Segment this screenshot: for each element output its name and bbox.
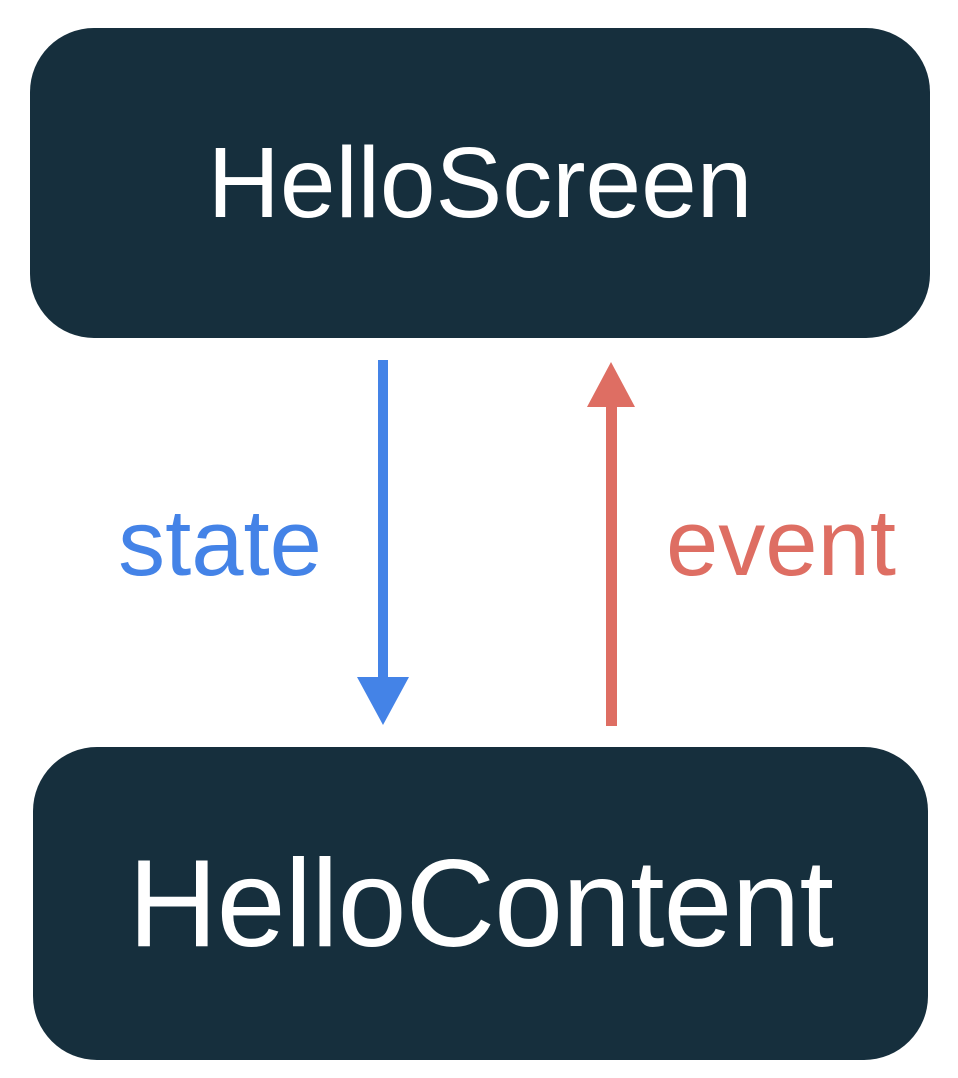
- state-edge-label: state: [118, 490, 322, 595]
- event-edge-label: event: [666, 490, 896, 595]
- event-arrow-line: [606, 406, 617, 726]
- hello-screen-node: HelloScreen: [30, 28, 930, 338]
- state-arrow-line: [378, 360, 388, 678]
- event-arrow-up-icon: [587, 362, 635, 407]
- hello-content-node: HelloContent: [33, 747, 928, 1060]
- state-arrow-down-icon: [357, 677, 409, 725]
- hello-screen-label: HelloScreen: [207, 127, 753, 239]
- hello-content-label: HelloContent: [128, 834, 834, 973]
